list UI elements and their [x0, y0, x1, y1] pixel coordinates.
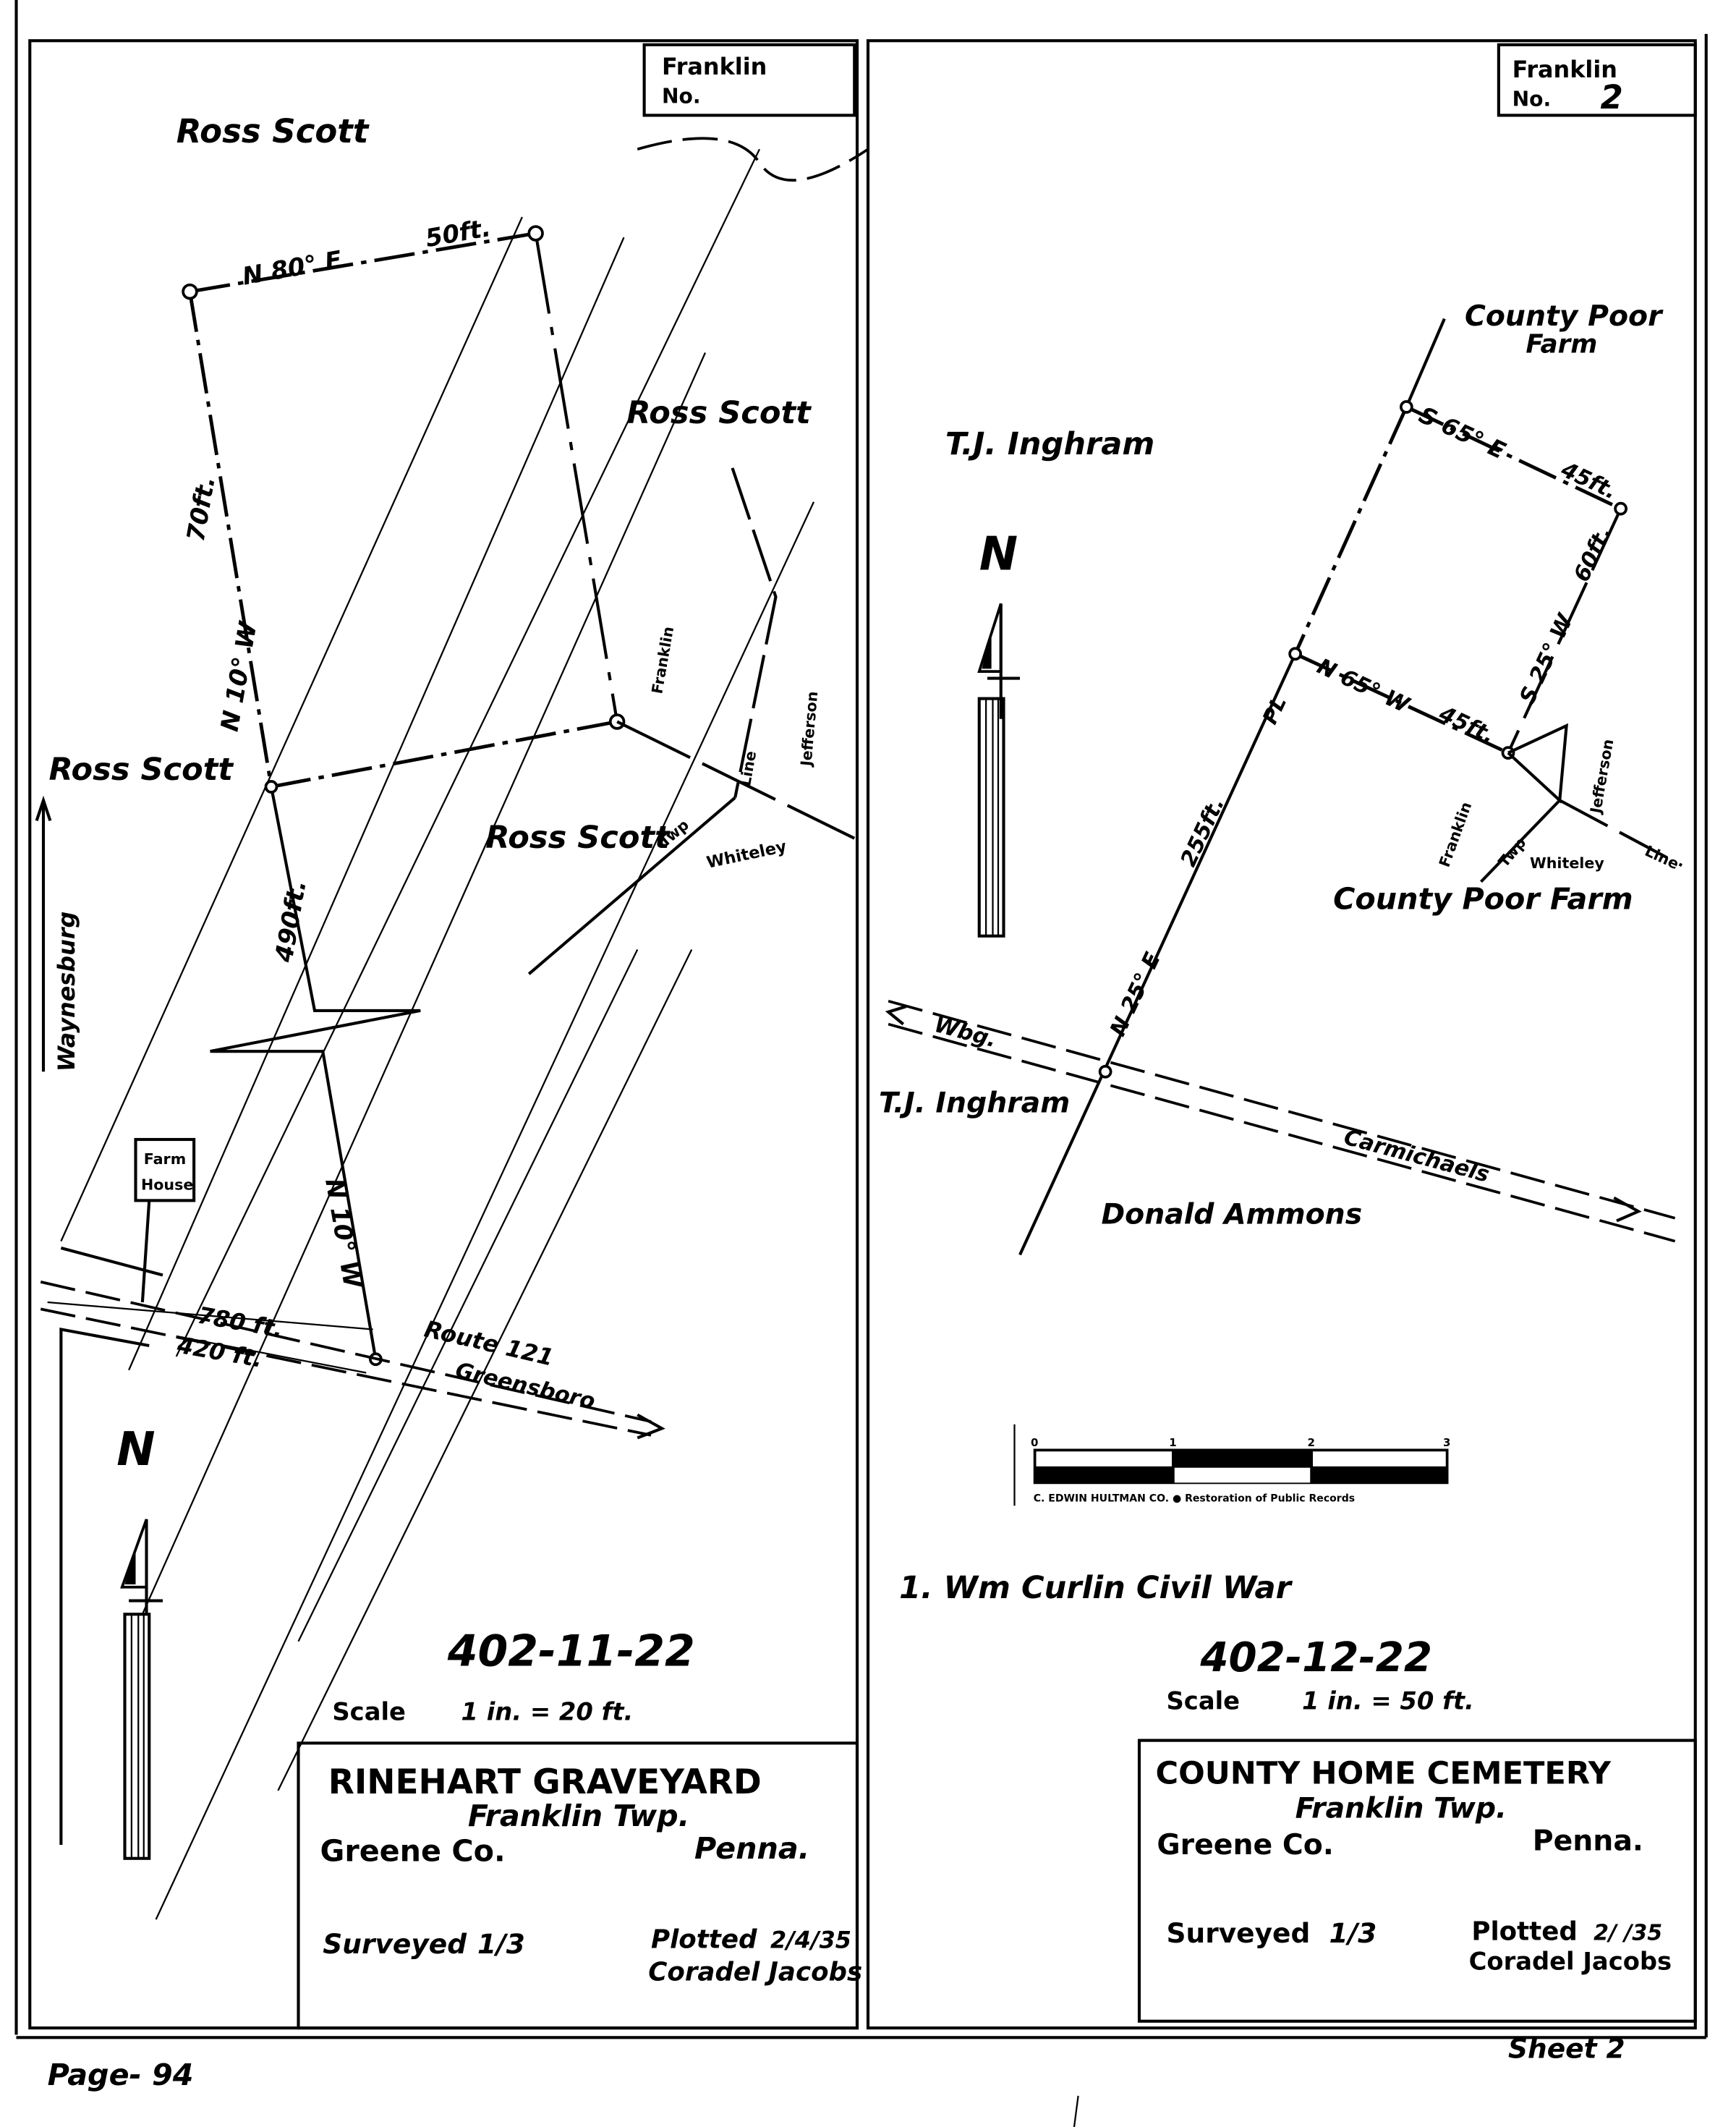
surveyed-date: 1/3	[477, 1928, 525, 1960]
owner-ross-scott-4: Ross Scott	[485, 820, 671, 856]
plot-number: 402-12-22	[1199, 1634, 1432, 1681]
owner-county-poor-farm-bottom: County Poor Farm	[1333, 881, 1633, 916]
label-franklin: Franklin	[648, 625, 677, 695]
owner-ross-scott-1: Ross Scott	[176, 112, 370, 150]
bearing-n80e-length: 50ft.	[423, 213, 493, 252]
bearing-n65w: N 65° W	[1313, 654, 1414, 719]
scale-label: Scale	[332, 1698, 406, 1726]
township: Franklin Twp.	[468, 1799, 689, 1833]
label-line: Line	[1642, 842, 1681, 873]
plotted-label: Plotted	[651, 1925, 757, 1955]
scan-mark	[1073, 2095, 1079, 2127]
label-whiteley: Whiteley	[1530, 854, 1604, 872]
left-header-number-label: No.	[662, 85, 701, 109]
state: Penna.	[1533, 1825, 1643, 1858]
sheet-number: Sheet 2	[1508, 2032, 1625, 2064]
north-label: N	[116, 1423, 155, 1477]
title-block: RINEHART GRAVEYARD Franklin Twp. Greene …	[297, 1741, 862, 2030]
scale-tick-3: 3	[1443, 1436, 1450, 1449]
right-sheet: Franklin No. 2 County Poor Farm T.J. Ing…	[879, 43, 1697, 2023]
owner-inghram-bottom: T.J. Inghram	[879, 1087, 1070, 1120]
left-sheet: Franklin No. Ross Scott Ross Scott Ross …	[35, 43, 869, 2030]
scale-bar-credit: C. EDWIN HULTMAN CO. ● Restoration of Pu…	[1034, 1493, 1355, 1505]
right-header-township: Franklin	[1512, 56, 1617, 83]
county: Greene Co.	[1157, 1828, 1333, 1861]
bearing-490ft: 490ft.	[269, 878, 311, 965]
owner-donald-ammons: Donald Ammons	[1102, 1197, 1363, 1231]
state: Penna.	[694, 1831, 809, 1866]
plot-number: 402-11-22	[447, 1626, 695, 1677]
scale-tick-2: 2	[1308, 1436, 1315, 1449]
label-line: Line	[736, 750, 760, 787]
plotter-name: Coradel Jacobs	[1469, 1948, 1672, 1976]
surveyed-label: Surveyed	[323, 1928, 467, 1960]
north-label: N	[979, 528, 1018, 582]
bearing-n10w-lower: N 10° W	[320, 1176, 367, 1291]
label-whiteley: Whiteley	[705, 837, 788, 873]
bearing-n65w-length: 45ft.	[1434, 701, 1499, 749]
burial-note: 1. Wm Curlin Civil War	[899, 1570, 1293, 1606]
route-121-road	[35, 795, 665, 1845]
waynesburg-label: Waynesburg	[53, 912, 80, 1072]
label-twp: Twp	[1495, 834, 1530, 870]
owner-ross-scott-3: Ross Scott	[49, 752, 234, 788]
title-block: COUNTY HOME CEMETERY Franklin Twp. Green…	[1137, 1738, 1697, 2023]
scale-bar: 0 1 2 3 C. EDWIN HULTMAN CO. ● Restorati…	[1013, 1424, 1450, 1506]
page-number: Page- 94	[48, 2058, 194, 2092]
farm-house	[134, 1137, 196, 1303]
diagonal-lines	[60, 148, 815, 1920]
county-home-plot	[1018, 318, 1682, 1256]
bearing-n10w: N 10° W	[216, 619, 263, 734]
page-frame	[14, 0, 1708, 2039]
scale-tick-1: 1	[1169, 1436, 1176, 1449]
bearing-s65e: S 65° E	[1415, 401, 1510, 464]
surveyed-label: Surveyed	[1167, 1917, 1311, 1949]
owner-ross-scott-2: Ross Scott	[626, 395, 812, 431]
bearing-s25w: S 25° W	[1515, 609, 1578, 708]
top-wavy-line	[637, 137, 869, 182]
greensboro-label: Greensboro	[453, 1358, 597, 1414]
farm-house-label-1: Farm	[144, 1150, 186, 1168]
farm-house-label-2: House	[141, 1176, 193, 1193]
right-header-number-label: No.	[1512, 87, 1552, 111]
scale-label: Scale	[1167, 1687, 1241, 1715]
bearing-s65e-length: 45ft.	[1557, 457, 1621, 504]
label-jefferson: Jefferson	[797, 691, 821, 768]
right-header-box	[1497, 43, 1697, 117]
owner-county-poor-farm-top-1: County Poor	[1465, 300, 1664, 333]
north-arrow-icon	[120, 1519, 163, 1860]
plotted-date: 2/4/35	[770, 1927, 851, 1954]
left-header-box	[642, 43, 856, 117]
county: Greene Co.	[320, 1834, 506, 1869]
plotted-date: 2/ /35	[1594, 1920, 1662, 1945]
right-header-number: 2	[1601, 78, 1623, 116]
north-arrow-icon	[977, 603, 1020, 938]
owner-inghram-top: T.J. Inghram	[945, 426, 1154, 462]
bearing-n80e: N 80° E	[240, 245, 344, 290]
rinehart-plot	[182, 225, 626, 1367]
plotter-name: Coradel Jacobs	[648, 1958, 862, 1987]
scale-value: 1 in. = 50 ft.	[1302, 1687, 1474, 1715]
township-boundary	[527, 467, 856, 975]
surveyed-date: 1/3	[1329, 1917, 1377, 1949]
owner-county-poor-farm-top-2: Farm	[1526, 330, 1597, 360]
bearing-n25e-length: 255ft.	[1176, 794, 1230, 871]
label-jefferson: Jefferson	[1586, 738, 1617, 816]
township: Franklin Twp.	[1295, 1792, 1507, 1825]
bearing-n10w-length: 70ft.	[182, 474, 221, 543]
plotted-label: Plotted	[1471, 1916, 1577, 1946]
left-header-township: Franklin	[662, 53, 767, 80]
bearing-n25e: N 25° E	[1105, 948, 1166, 1040]
scale-value: 1 in. = 20 ft.	[461, 1698, 634, 1726]
bearing-s25w-length: 60ft.	[1569, 522, 1617, 586]
label-franklin: Franklin	[1436, 799, 1476, 870]
carmichaels-road	[885, 999, 1676, 1243]
cemetery-name: RINEHART GRAVEYARD	[328, 1762, 762, 1802]
cemetery-name: COUNTY HOME CEMETERY	[1156, 1756, 1612, 1792]
scale-tick-0: 0	[1031, 1436, 1038, 1449]
